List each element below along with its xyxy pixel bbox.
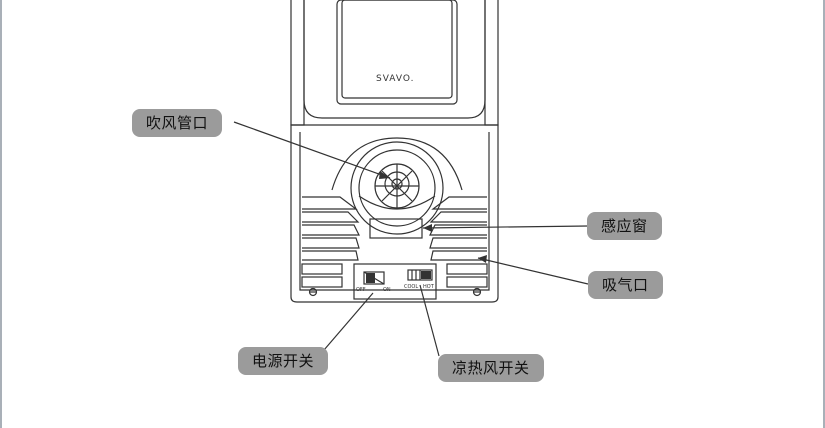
fan-switch-mark-hot: HOT (423, 284, 434, 290)
callout-power-switch: 电源开关 (238, 347, 329, 375)
brand-mark: SVAVO. (376, 74, 415, 84)
device-lower-body (290, 124, 499, 303)
left-air-intake (301, 196, 360, 288)
sensor-window (369, 218, 423, 239)
blower-outlet-ring (358, 149, 436, 227)
callout-cool-hot-switch: 凉热风开关 (438, 354, 544, 382)
right-air-intake (429, 196, 488, 288)
left-foot-icon (308, 287, 318, 297)
power-switch (363, 271, 385, 285)
blower-housing (331, 137, 463, 191)
leader-air-intake (477, 257, 589, 285)
callout-blower-outlet: 吹风管口 (132, 109, 223, 137)
callout-sensor-window: 感应窗 (587, 212, 662, 240)
power-switch-mark-off: OFF (356, 287, 366, 293)
power-switch-mark-on: ON (383, 287, 391, 293)
fan-switch-mark-cool: COOL (404, 284, 419, 290)
leader-blower-outlet (233, 121, 391, 179)
switch-panel (353, 263, 437, 300)
leader-cool-hot-switch (419, 284, 440, 357)
device-top-panel (303, 0, 486, 119)
device-upper-body (290, 0, 305, 126)
device-display-window (336, 0, 458, 105)
leader-sensor-window (422, 225, 589, 229)
right-foot-icon (472, 287, 482, 297)
callout-air-intake: 吸气口 (588, 271, 663, 299)
leader-power-switch (323, 292, 374, 351)
